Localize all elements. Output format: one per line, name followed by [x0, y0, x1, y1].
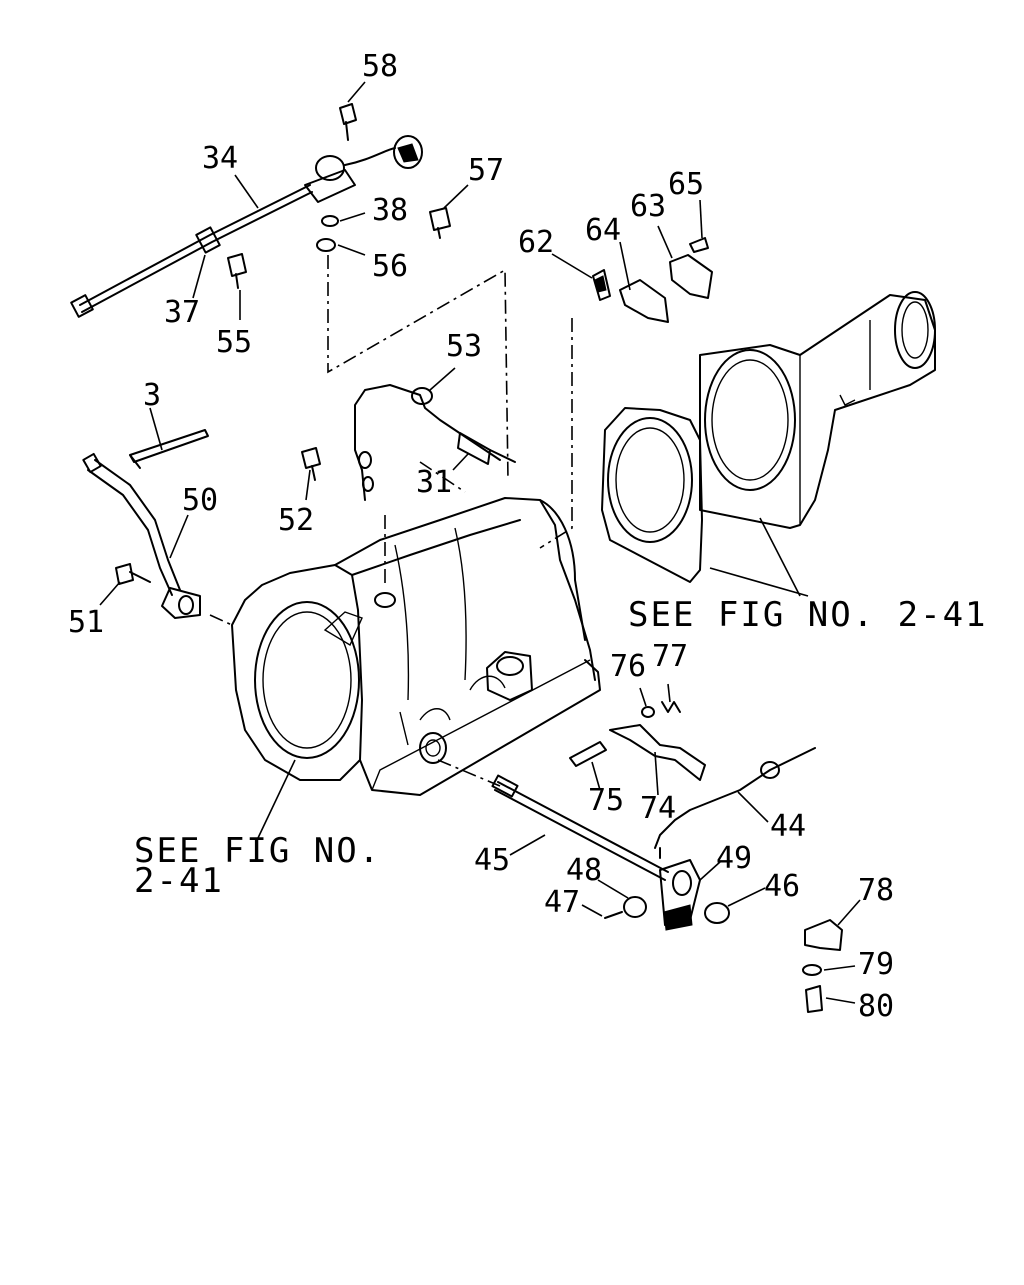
part-label-53: 53 [446, 329, 482, 364]
part-label-45: 45 [474, 843, 510, 878]
part-label-62: 62 [518, 225, 554, 260]
part-label-3: 3 [143, 378, 161, 413]
part-label-44: 44 [770, 809, 806, 844]
ref-note-left-line1: SEE FIG NO. [134, 831, 381, 871]
part-label-31: 31 [416, 465, 452, 500]
part-label-52: 52 [278, 503, 314, 538]
part-label-79: 79 [858, 947, 894, 982]
part-label-80: 80 [858, 989, 894, 1024]
ref-note-left-line2: 2-41 [134, 861, 224, 901]
ref-note-right: SEE FIG NO. 2-41 [628, 595, 988, 635]
leader-lines [99, 81, 861, 1004]
adapter-plate [601, 407, 703, 583]
part-label-38: 38 [372, 193, 408, 228]
part-label-51: 51 [68, 605, 104, 640]
part-label-78: 78 [858, 873, 894, 908]
part-label-74: 74 [640, 791, 676, 826]
assembly-lines [209, 255, 573, 787]
part-label-37: 37 [164, 295, 200, 330]
shift-linkage [491, 701, 843, 1013]
part-label-75: 75 [588, 783, 624, 818]
part-labels: 58 34 38 56 57 37 55 62 64 63 65 53 3 31… [68, 49, 894, 1024]
part-label-55: 55 [216, 325, 252, 360]
part-label-58: 58 [362, 49, 398, 84]
reference-notes: SEE FIG NO. 2-41 SEE FIG NO. 2-41 [134, 595, 988, 901]
part-label-47: 47 [544, 885, 580, 920]
part-label-34: 34 [202, 141, 238, 176]
part-label-56: 56 [372, 249, 408, 284]
filler-tube [82, 429, 209, 619]
extension-housing [699, 291, 936, 529]
part-label-76: 76 [610, 649, 646, 684]
part-label-65: 65 [668, 167, 704, 202]
part-label-57: 57 [468, 153, 504, 188]
part-label-77: 77 [652, 639, 688, 674]
part-label-64: 64 [585, 213, 621, 248]
part-label-63: 63 [630, 189, 666, 224]
transmission-case [231, 497, 601, 796]
oil-cooler-line [301, 384, 516, 501]
solenoid-bracket-parts [592, 237, 713, 323]
part-label-49: 49 [716, 841, 752, 876]
speed-sensor-harness [70, 103, 451, 318]
part-label-46: 46 [764, 869, 800, 904]
part-label-50: 50 [182, 483, 218, 518]
part-label-48: 48 [566, 853, 602, 888]
